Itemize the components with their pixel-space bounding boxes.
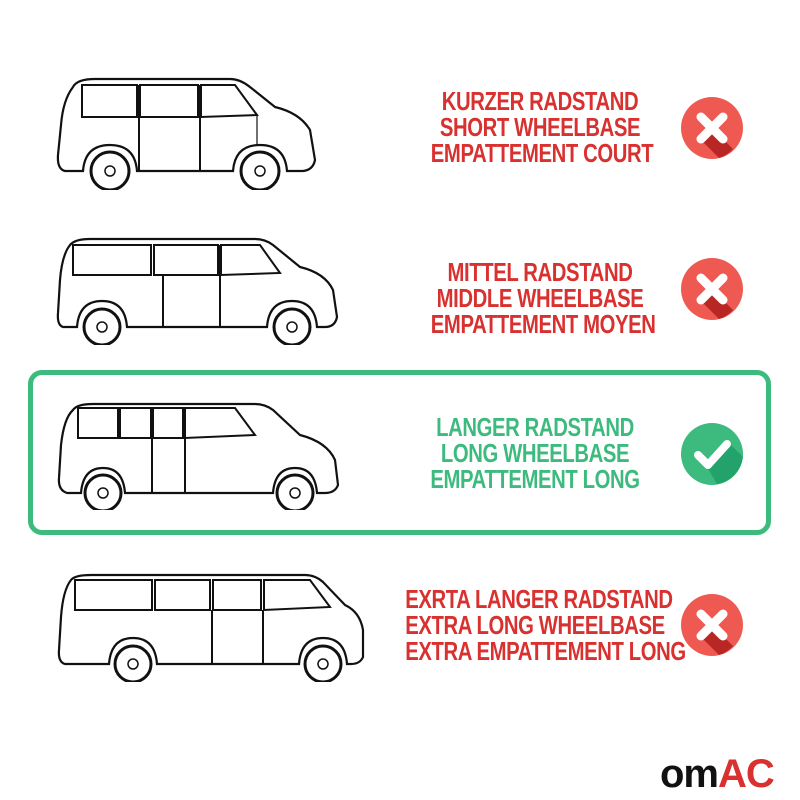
label-line-fr: EMPATTEMENT MOYEN (430, 309, 656, 339)
logo-part-om: om (660, 752, 719, 796)
long-wheelbase-label: LANGER RADSTAND LONG WHEELBASE EMPATTEME… (422, 414, 648, 492)
cross-icon (681, 97, 743, 159)
compatible-highlight-frame (28, 370, 771, 535)
label-line-en: EXTRA LONG WHEELBASE (405, 610, 665, 640)
middle-wheelbase-van-illustration (56, 237, 339, 345)
label-line-de: LANGER RADSTAND (436, 412, 634, 442)
label-line-en: MIDDLE WHEELBASE (436, 283, 644, 313)
extra-long-wheelbase-van-illustration (57, 573, 365, 682)
long-wheelbase-van-illustration (57, 402, 340, 510)
short-wheelbase-label: KURZER RADSTAND SHORT WHEELBASE EMPATTEM… (430, 86, 654, 168)
label-line-fr: EMPATTEMENT COURT (430, 138, 654, 168)
check-icon (681, 423, 743, 485)
extra-long-wheelbase-label: EXRTA LANGER RADSTAND EXTRA LONG WHEELBA… (405, 584, 686, 666)
cross-icon (681, 594, 743, 656)
omac-logo: omAC (660, 752, 775, 797)
label-line-fr: EXTRA EMPATTEMENT LONG (405, 636, 686, 666)
label-line-de: KURZER RADSTAND (441, 86, 639, 116)
label-line-de: EXRTA LANGER RADSTAND (405, 584, 673, 614)
logo-part-ac: AC (718, 752, 775, 796)
label-line-de: MITTEL RADSTAND (447, 257, 633, 287)
short-wheelbase-van-illustration (56, 77, 317, 190)
label-line-en: LONG WHEELBASE (440, 438, 630, 468)
middle-wheelbase-label: MITTEL RADSTAND MIDDLE WHEELBASE EMPATTE… (430, 257, 656, 339)
label-line-en: SHORT WHEELBASE (439, 112, 641, 142)
label-line-fr: EMPATTEMENT LONG (430, 464, 640, 494)
cross-icon (681, 258, 743, 320)
